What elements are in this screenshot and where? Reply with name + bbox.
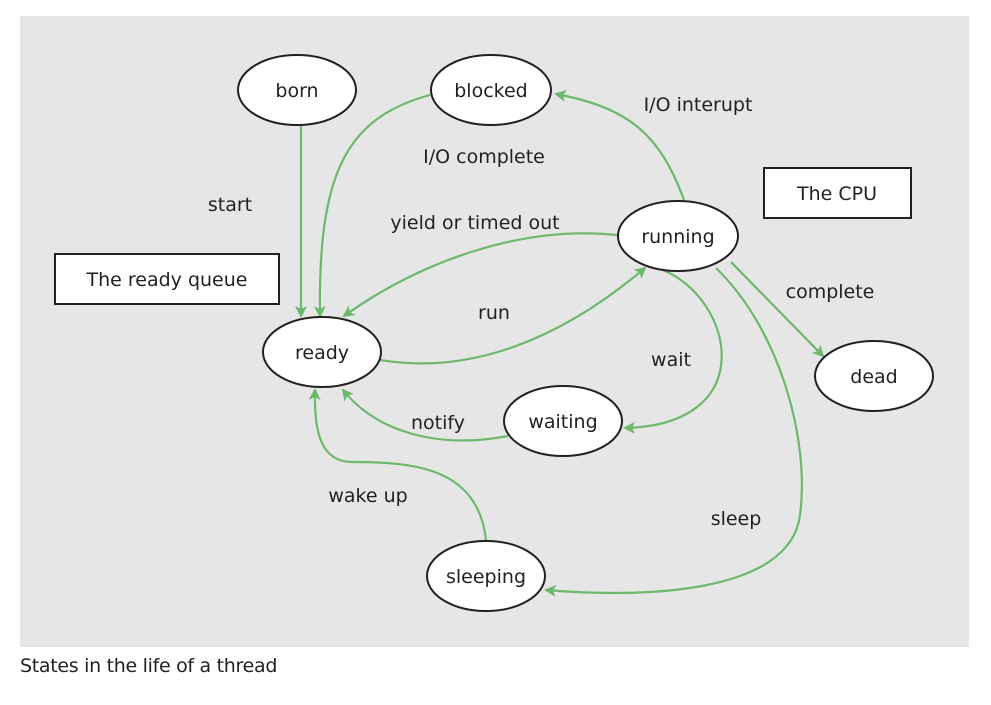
node-waiting-label: waiting xyxy=(528,411,597,433)
node-ready-label: ready xyxy=(295,342,349,364)
figure-caption: States in the life of a thread xyxy=(20,655,278,677)
label-yield-or-timed-out: yield or timed out xyxy=(390,212,559,234)
label-io-complete: I/O complete xyxy=(423,146,545,168)
label-start: start xyxy=(208,194,252,216)
label-complete: complete xyxy=(786,281,875,303)
arrow-running-to-sleeping xyxy=(544,267,803,597)
label-notify: notify xyxy=(411,412,465,434)
label-io-interupt: I/O interupt xyxy=(644,94,753,116)
label-run: run xyxy=(478,302,510,324)
arrow-running-to-dead xyxy=(730,261,825,358)
node-waiting: waiting xyxy=(503,385,623,457)
node-blocked: blocked xyxy=(430,54,552,126)
node-sleeping-label: sleeping xyxy=(446,566,526,588)
node-born: born xyxy=(237,54,357,126)
edge-labels: start I/O complete I/O interupt yield or… xyxy=(208,94,875,530)
label-wait: wait xyxy=(651,349,691,371)
arrow-ready-to-running-run xyxy=(379,266,647,365)
state-nodes: born blocked running ready waiting dead … xyxy=(237,54,934,612)
node-sleeping: sleeping xyxy=(426,540,546,612)
arrow-sleeping-to-ready-wake xyxy=(308,388,488,541)
node-running-label: running xyxy=(641,226,714,248)
node-dead: dead xyxy=(814,340,934,412)
transition-arrows xyxy=(295,89,825,597)
box-cpu-label: The CPU xyxy=(796,183,877,205)
arrow-blocked-to-ready xyxy=(313,93,431,318)
arrow-running-to-ready-yield xyxy=(342,232,618,318)
arrow-running-to-waiting xyxy=(623,268,723,434)
arrow-running-to-blocked xyxy=(554,89,686,201)
arrow-waiting-to-ready-notify xyxy=(341,388,509,442)
box-ready-queue: The ready queue xyxy=(54,253,280,305)
label-sleep: sleep xyxy=(711,508,762,530)
node-ready: ready xyxy=(262,316,382,388)
label-wake-up: wake up xyxy=(328,485,407,507)
node-dead-label: dead xyxy=(850,366,897,388)
node-born-label: born xyxy=(275,80,318,102)
node-running: running xyxy=(617,200,739,272)
box-cpu: The CPU xyxy=(763,167,912,219)
node-blocked-label: blocked xyxy=(454,80,528,102)
box-ready-queue-label: The ready queue xyxy=(86,269,248,291)
